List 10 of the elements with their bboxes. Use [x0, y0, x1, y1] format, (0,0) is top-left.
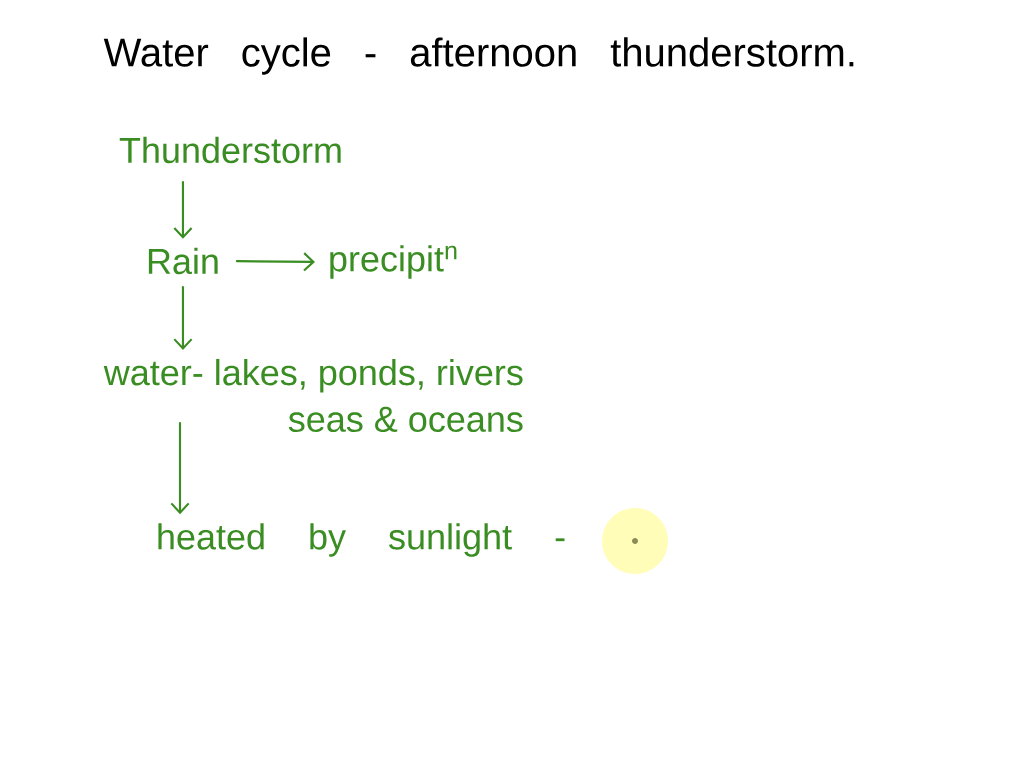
step-label: precipit$^{n}$ — [330, 245, 457, 279]
step-label: heated by sunlight - — [158, 523, 565, 557]
title: Water cycle - afternoon thunderstorm. — [103, 37, 854, 75]
step-label: Thunderstorm — [119, 136, 341, 164]
arrow — [170, 421, 190, 515]
arrow — [173, 181, 193, 239]
step-label: Rain — [148, 247, 218, 275]
arrow — [173, 286, 193, 350]
step-label: water- lakes, ponds, rivers seas & oceans — [103, 358, 523, 433]
arrow — [235, 252, 315, 272]
